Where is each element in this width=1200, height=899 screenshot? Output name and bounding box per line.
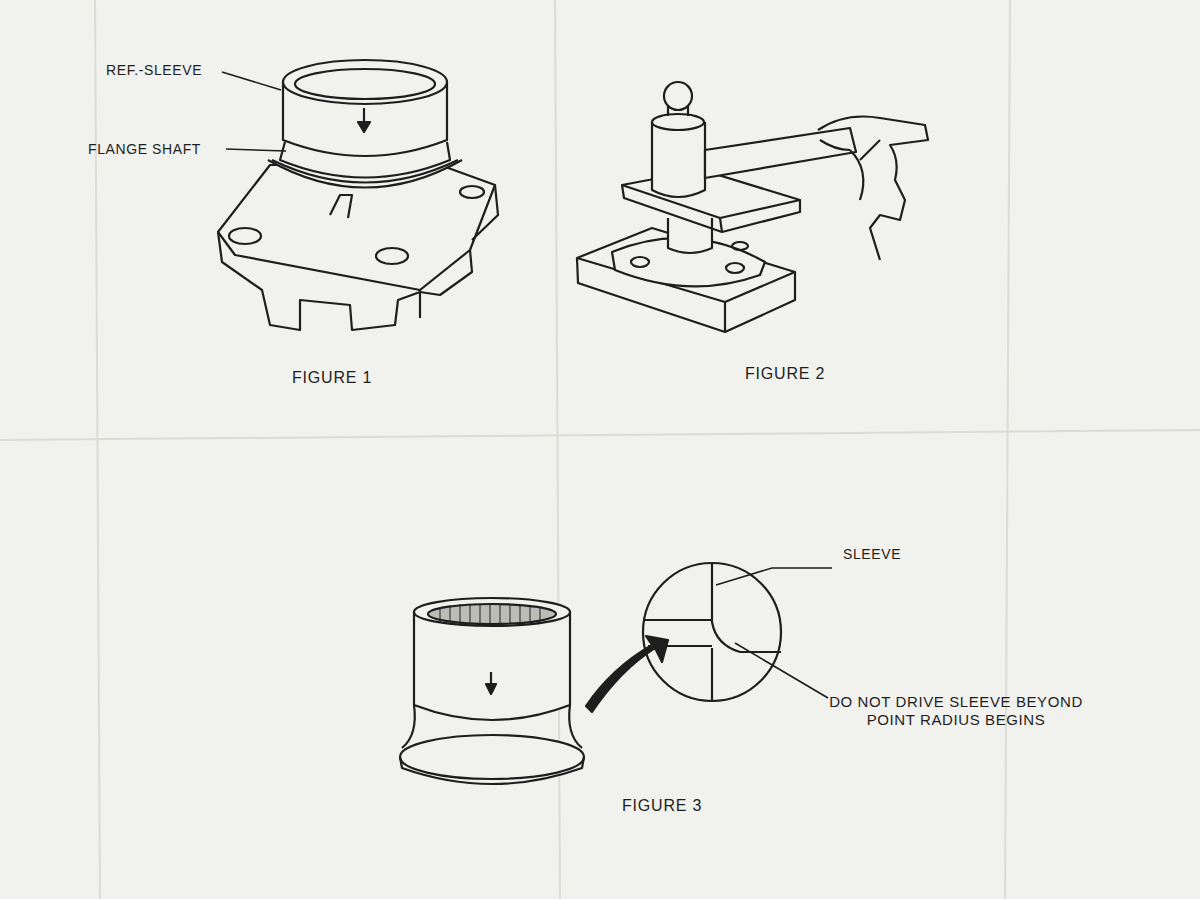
part-label: FLANGE SHAFT [88, 141, 201, 158]
part-label: SLEEVE [843, 546, 901, 563]
leader-line [716, 568, 832, 698]
sleeve-figure [400, 563, 781, 784]
flange-yoke-figure [218, 60, 498, 330]
hammer-figure [577, 82, 928, 332]
figure-caption: FIGURE 1 [292, 368, 372, 387]
leader-line [222, 72, 286, 151]
part-label: REF.-SLEEVE [106, 62, 202, 79]
warning-note: DO NOT DRIVE SLEEVE BEYOND POINT RADIUS … [806, 693, 1106, 729]
figure-caption: FIGURE 3 [622, 796, 702, 815]
figure-caption: FIGURE 2 [745, 364, 825, 383]
